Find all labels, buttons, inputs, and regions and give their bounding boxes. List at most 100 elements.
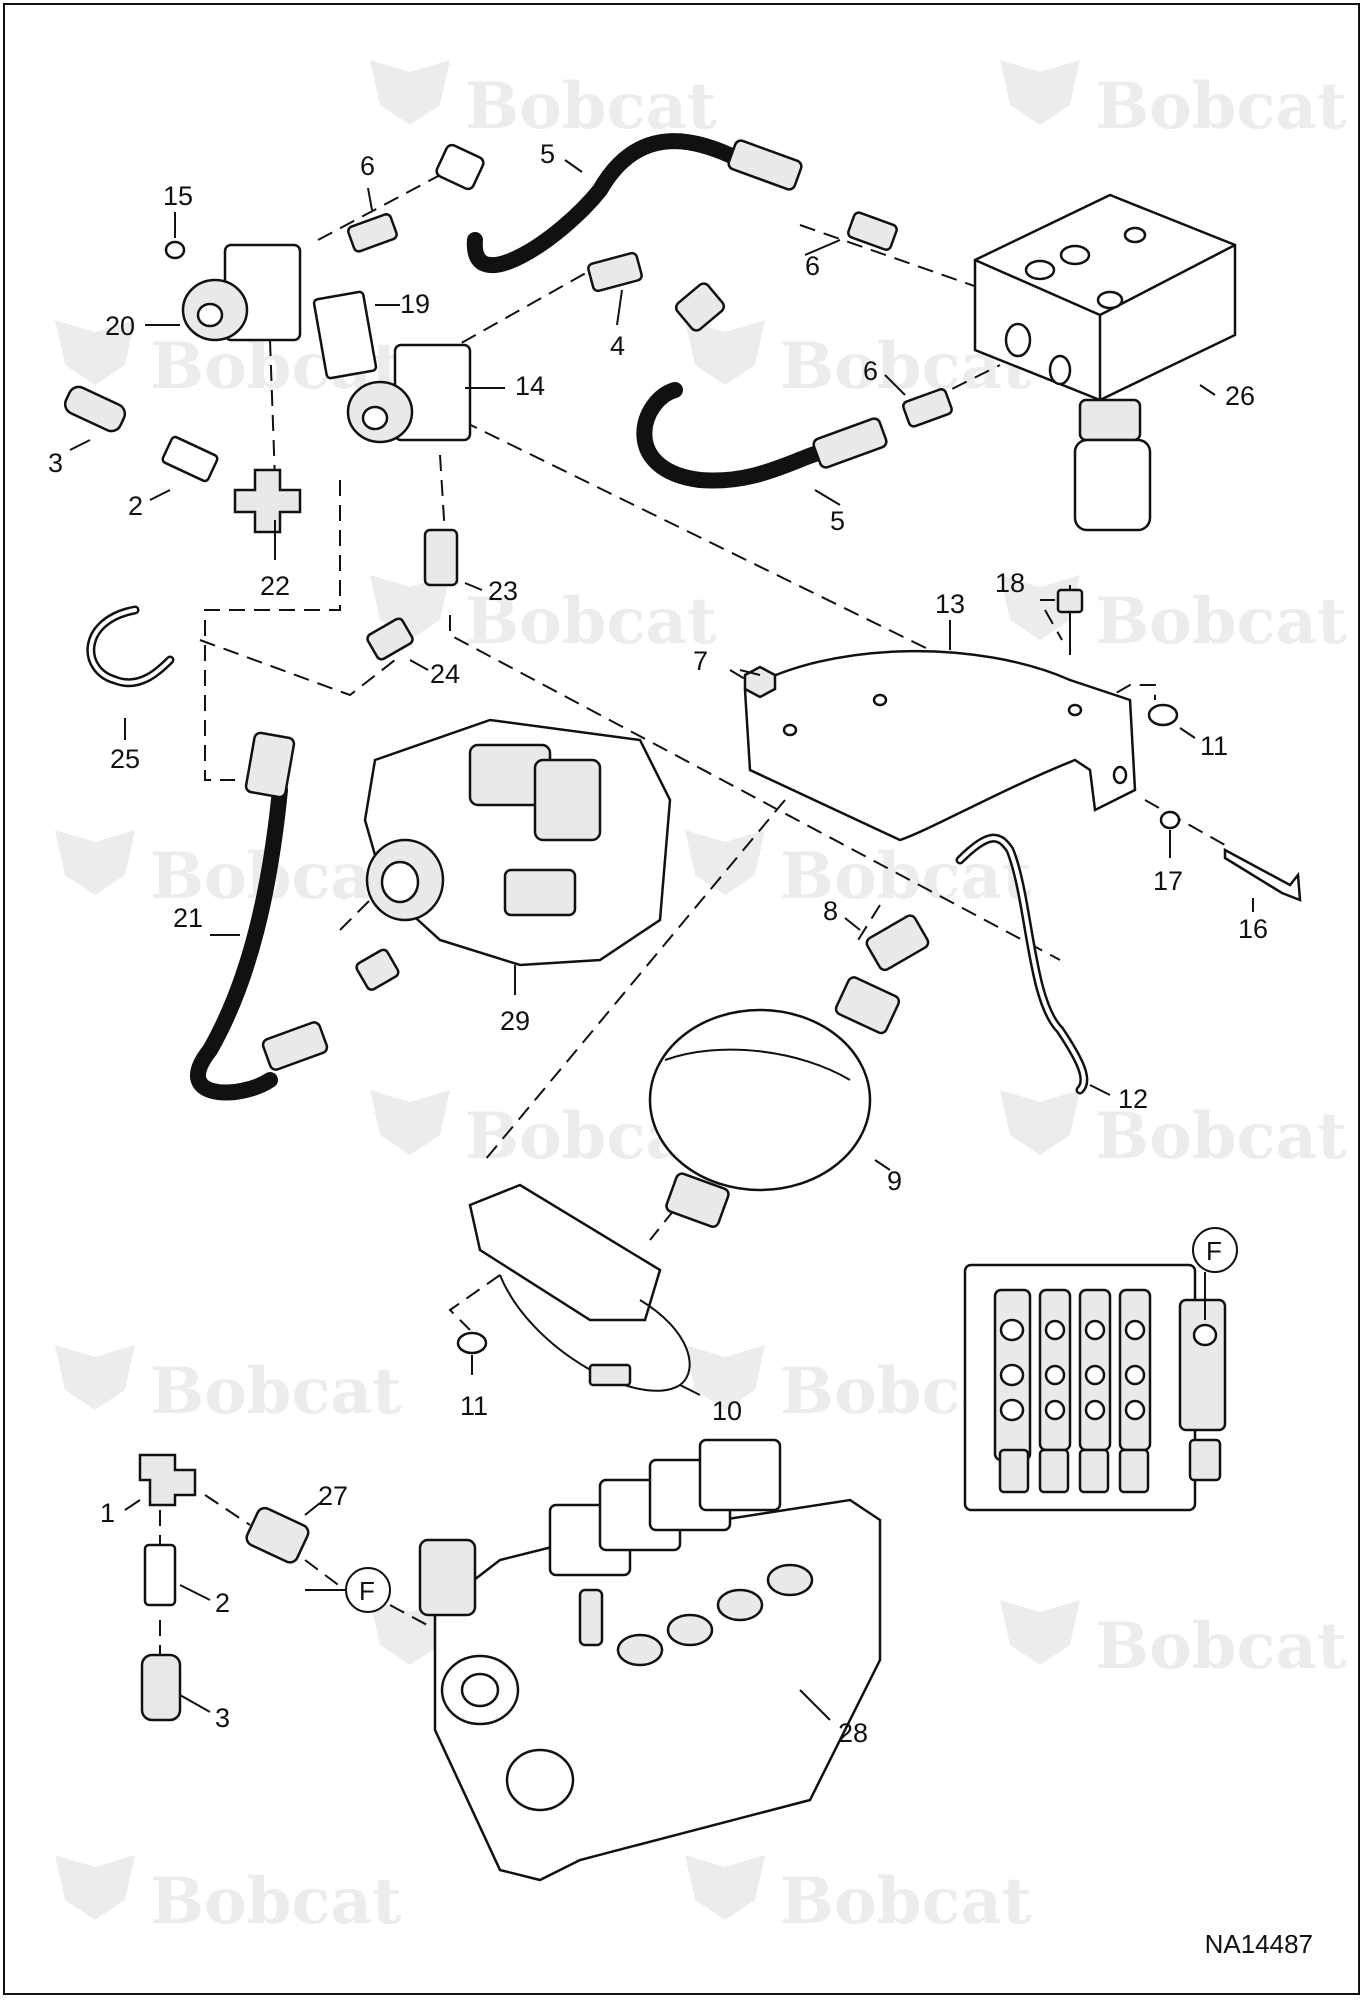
watermark: Bobcat: [55, 1345, 402, 1429]
control-valve-28-solenoid: [418, 1538, 477, 1617]
label-part-29: 29: [500, 1006, 530, 1036]
detail-callout-f-inset: F: [1192, 1227, 1238, 1273]
hose-5-nut: [727, 139, 803, 191]
tee-fitting-22: [233, 468, 302, 534]
svg-text:Bobcat: Bobcat: [1095, 1099, 1347, 1174]
label-part-21: 21: [173, 903, 203, 933]
nut-11-upper: [1147, 703, 1179, 727]
svg-text:Bobcat: Bobcat: [150, 1864, 402, 1939]
hose-5-elbow: [674, 282, 726, 332]
label-part-23: 23: [488, 576, 518, 606]
hose-lines: [86, 133, 1089, 1101]
label-part-6-second: 6: [805, 251, 820, 281]
hose-21-upper-fitting: [244, 731, 296, 799]
label-part-9: 9: [887, 1166, 902, 1196]
bolt-16: [1223, 847, 1302, 902]
inset-port-f: [1192, 1323, 1218, 1347]
label-part-18: 18: [995, 568, 1025, 598]
clamp-bracket-10: [468, 1183, 662, 1322]
adapter-6-a: [347, 213, 398, 253]
label-part-26: 26: [1225, 381, 1255, 411]
control-valve-28-port-fitting: [578, 1588, 604, 1647]
coupler-2-lower: [143, 1543, 177, 1607]
bracket-13: [743, 649, 1137, 842]
watermark: Bobcat: [55, 1855, 402, 1939]
label-part-27: 27: [318, 1481, 348, 1511]
nut-7: [743, 665, 777, 699]
bolt-18-head: [1056, 588, 1084, 614]
watermark: Bobcat: [1000, 575, 1347, 659]
svg-text:F: F: [1206, 1236, 1222, 1266]
leader-lines: [69, 159, 1254, 1721]
hose-5-lower: [636, 382, 838, 489]
svg-text:Bobcat: Bobcat: [780, 1864, 1032, 1939]
label-part-28: 28: [838, 1718, 868, 1748]
hose-5-upper: [466, 133, 748, 274]
tee-fitting-1: [138, 1453, 197, 1507]
watermark: Bobcat: [685, 320, 1032, 404]
adapter-6-b: [847, 211, 898, 251]
accumulator-9-port: [665, 1172, 730, 1228]
label-part-6: 6: [360, 151, 375, 181]
label-part-4: 4: [610, 331, 625, 361]
svg-text:Bobcat: Bobcat: [465, 584, 717, 659]
label-part-3-second: 3: [215, 1703, 230, 1733]
label-part-5: 5: [540, 139, 555, 169]
svg-text:F: F: [359, 1576, 375, 1606]
valve-block-26-coil: [1073, 438, 1152, 532]
label-part-2: 2: [128, 491, 143, 521]
detail-callout-f-lower: F: [345, 1567, 391, 1613]
watermark: Bobcat: [55, 830, 402, 914]
tee-fitting-23: [423, 528, 459, 587]
fitting-24: [366, 617, 414, 661]
hose-21-lower-fitting: [261, 1021, 329, 1071]
clamp-10-bolt: [588, 1363, 632, 1387]
label-part-7: 7: [693, 646, 708, 676]
hose-5-end-nut: [812, 417, 888, 469]
watermark: Bobcat: [685, 830, 1032, 914]
label-part-17: 17: [1153, 866, 1183, 896]
watermark: Bobcat: [1000, 1600, 1347, 1684]
fitting-27: [245, 1506, 310, 1564]
accumulator-9: [648, 1008, 872, 1192]
label-part-20: 20: [105, 311, 135, 341]
svg-text:Bobcat: Bobcat: [780, 839, 1032, 914]
watermark: Bobcat: [685, 1855, 1032, 1939]
watermark: Bobcat: [370, 575, 717, 659]
label-part-24: 24: [430, 659, 460, 689]
watermark: Bobcat: [370, 60, 717, 144]
label-part-16: 16: [1238, 914, 1268, 944]
svg-text:Bobcat: Bobcat: [465, 69, 717, 144]
label-part-5-second: 5: [830, 506, 845, 536]
label-part-12: 12: [1118, 1084, 1148, 1114]
label-part-11: 11: [1200, 731, 1228, 761]
watermark: Bobcat: [1000, 1090, 1347, 1174]
hose-21: [190, 782, 288, 1101]
label-part-1: 1: [100, 1498, 115, 1528]
label-part-6-third: 6: [863, 356, 878, 386]
label-part-14: 14: [515, 371, 545, 401]
svg-text:Bobcat: Bobcat: [1095, 1609, 1347, 1684]
accumulator-9-nut: [834, 976, 901, 1035]
elbow-4: [587, 251, 643, 293]
adapter-6-c: [902, 388, 953, 428]
drawing-id: NA14487: [1204, 1929, 1313, 1959]
label-part-11-second: 11: [460, 1391, 488, 1421]
washer-15: [164, 240, 186, 260]
pressure-sensor-3-lower: [140, 1653, 182, 1722]
label-part-15: 15: [163, 181, 193, 211]
pump-29-elbow: [355, 948, 400, 991]
label-part-19: 19: [400, 289, 430, 319]
diagram-border: [3, 3, 1360, 1995]
label-part-2-second: 2: [215, 1588, 230, 1618]
label-part-13: 13: [935, 589, 965, 619]
label-part-3: 3: [48, 448, 63, 478]
part-number-labels: 6 5 6 4 6 5 26 19 14 20 15 3 2 22 23 24 …: [48, 139, 1268, 1748]
watermark: Bobcat: [1000, 60, 1347, 144]
hose-5-fitting: [435, 143, 485, 191]
valve-block-26-solenoid: [1078, 398, 1142, 442]
parts: [63, 139, 1302, 1882]
washer-17: [1159, 810, 1181, 830]
svg-text:Bobcat: Bobcat: [1095, 69, 1347, 144]
